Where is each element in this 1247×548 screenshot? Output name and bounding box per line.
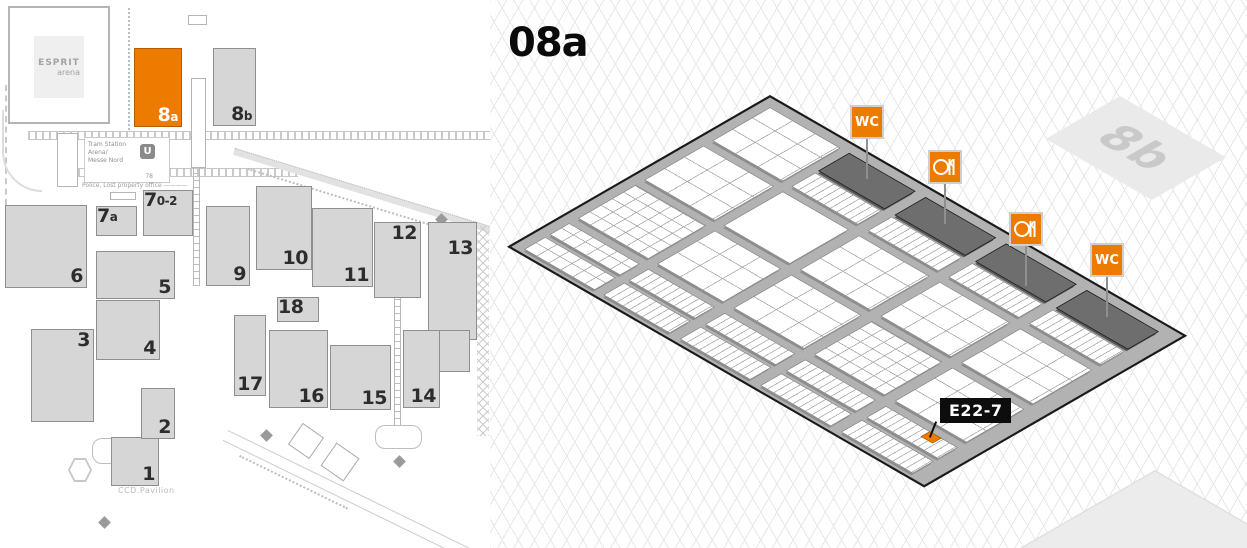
esprit-arena-logo: ESPRIT [38,57,80,68]
entrance-marker [98,516,111,529]
road-dotted-vertical [128,8,130,130]
hall-8b[interactable]: 8b [213,48,256,126]
road-diagonal-south [222,430,471,548]
wc-icon: WC [1090,243,1124,277]
pavilion-hexagon [68,458,92,482]
road-zigzag-edge [477,226,489,436]
pavilion-building [320,442,360,482]
flag-pole [866,139,868,179]
restaurant-icon [1009,212,1043,246]
hall-3[interactable]: 3 [31,329,94,422]
restaurant-flag[interactable] [1009,212,1043,286]
wc-flag[interactable]: WC [850,105,884,179]
tram-track-north [28,131,490,140]
flag-pole [1106,277,1108,317]
ubahn-icon: U [140,144,155,159]
esprit-arena: ESPRIT arena [8,6,110,124]
wc-icon: WC [850,105,884,139]
connecting-corridor [191,78,206,168]
restaurant-flag[interactable] [928,150,962,224]
entrance-marker [260,429,273,442]
booth-label[interactable]: E22-7 [940,398,1012,423]
hall-5[interactable]: 5 [96,251,175,299]
walkway-south [394,268,401,433]
tram-station-label: Tram Station Arena/ Messe Nord [88,141,127,164]
entrance-marker [393,455,406,468]
plaza-outline [375,425,422,449]
hall-14-annex[interactable] [438,330,470,372]
page-title: 08a [508,20,589,66]
hall-10[interactable]: 10 [256,186,312,270]
hall-14[interactable]: 14 [403,330,440,408]
hall-4[interactable]: 4 [96,300,160,360]
hall-11[interactable]: 11 [312,208,373,287]
hall-17[interactable]: 17 [234,315,266,396]
tram-line-number: 78 [145,173,153,180]
tram-track-south [78,168,298,177]
ccd-pavilion-label: CCD.Pavilion [118,486,175,495]
service-building [188,15,207,25]
flag-pole [944,184,946,224]
neighbor-hall-8b-label: 8b [1083,117,1189,179]
police-lost-property-label: Police, Lost property office ———— [82,182,188,189]
hall-6[interactable]: 6 [5,205,87,288]
service-building [110,192,136,200]
esprit-arena-logo-sub: arena [57,67,80,77]
hall-15[interactable]: 15 [330,345,391,410]
esprit-arena-pitch: ESPRIT arena [34,36,84,98]
hall-detail-panel: 8b 08a [490,0,1247,548]
hall-12[interactable]: 12 [374,222,421,298]
hall-2[interactable]: 2 [141,388,175,439]
station-building [57,133,78,187]
hall-13[interactable]: 13 [428,222,477,340]
restaurant-icon [928,150,962,184]
flag-pole [1025,246,1027,286]
pavilion-building [287,422,325,460]
hall-8a-highlighted[interactable]: 8a [134,48,182,127]
hall-16[interactable]: 16 [269,330,328,408]
hall-1[interactable]: 1 [111,437,159,486]
tram-station-box: Tram Station Arena/ Messe Nord U 78 [84,137,170,183]
wc-flag[interactable]: WC [1090,243,1124,317]
hall-18[interactable]: 18 [277,297,319,322]
hall-9[interactable]: 9 [206,206,250,286]
walkway-north [193,166,200,286]
